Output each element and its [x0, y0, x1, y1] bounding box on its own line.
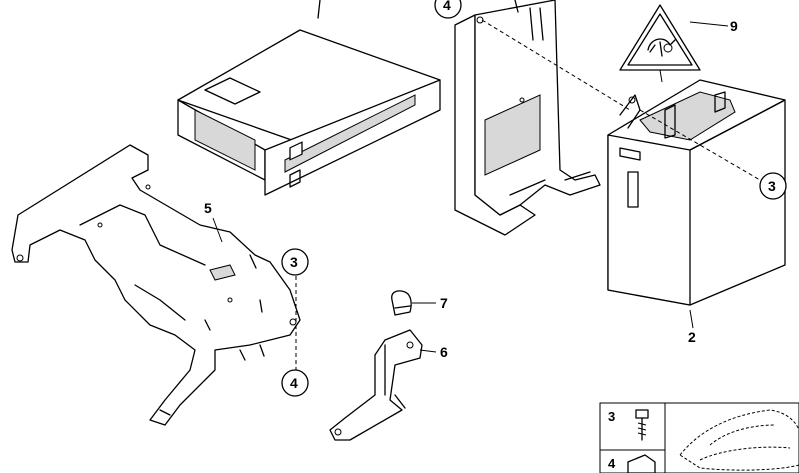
callout-6-label: 6 — [440, 344, 448, 360]
callout-2-label: 2 — [688, 329, 696, 345]
cd-changer-unit[interactable] — [177, 0, 441, 196]
callout-4-top-text: 4 — [443, 0, 451, 13]
screw-icon — [635, 409, 649, 441]
control-module-2[interactable] — [607, 79, 786, 306]
callout-3-bracket-text: 3 — [290, 254, 298, 270]
holder-frame[interactable] — [454, 0, 601, 236]
nut-7[interactable] — [391, 290, 412, 316]
callout-4-bracket[interactable]: 4 — [281, 369, 309, 397]
legend-row1-number: 3 — [608, 409, 615, 424]
callout-3-bracket[interactable]: 3 — [281, 248, 309, 276]
callout-3-module[interactable]: 3 — [759, 172, 787, 200]
clip-icon — [627, 454, 656, 473]
car-location-icon — [679, 409, 799, 471]
legend-row2-number: 4 — [608, 456, 616, 471]
parts-legend: 3 4 — [599, 402, 799, 473]
callout-3-module-text: 3 — [768, 178, 776, 194]
small-bracket-6[interactable] — [329, 329, 423, 441]
callout-4-bracket-text: 4 — [290, 375, 298, 391]
callout-4-top[interactable]: 4 — [434, 0, 462, 19]
warning-label-9[interactable] — [619, 4, 701, 71]
callout-5-label: 5 — [204, 200, 212, 216]
callout-7-label: 7 — [440, 295, 448, 311]
callout-9-label: 9 — [730, 18, 738, 34]
mounting-bracket-5[interactable] — [11, 144, 301, 426]
